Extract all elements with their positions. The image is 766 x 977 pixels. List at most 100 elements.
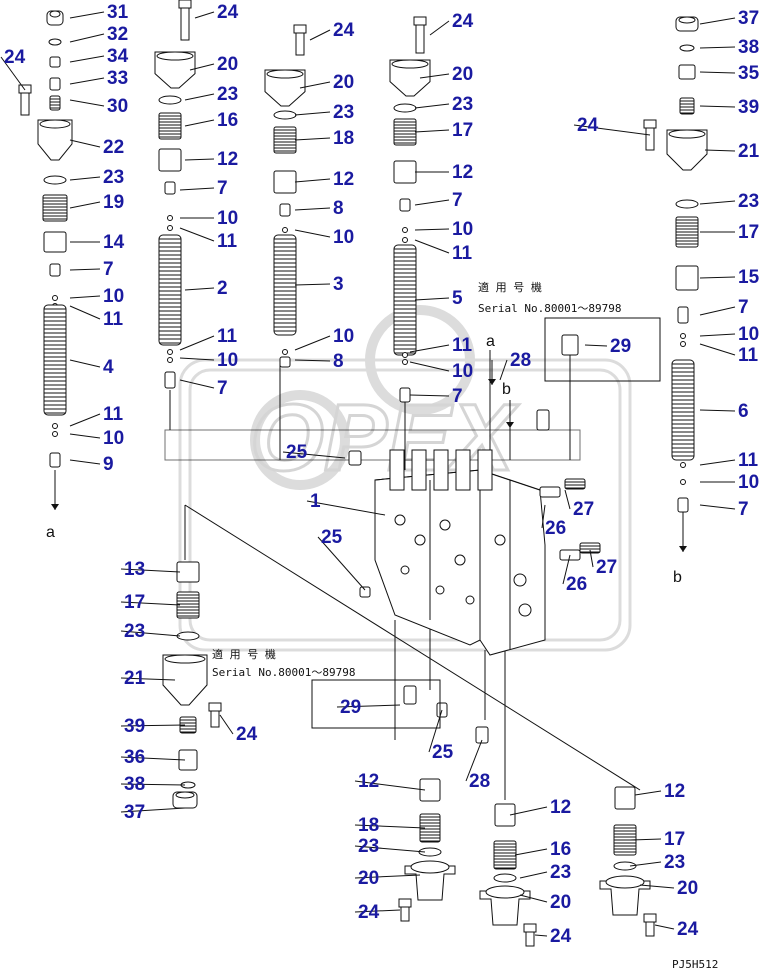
leader-line bbox=[69, 305, 101, 320]
part-spool bbox=[273, 234, 297, 336]
callout-11: 11 bbox=[452, 335, 473, 356]
leader-line bbox=[419, 73, 450, 79]
leader-line bbox=[562, 554, 571, 585]
part-pin bbox=[49, 452, 61, 468]
callout-8: 8 bbox=[333, 351, 344, 372]
callout-23: 23 bbox=[217, 84, 238, 105]
serial-jp-bottom: 適 用 号 機 bbox=[212, 647, 276, 661]
callout-10: 10 bbox=[103, 428, 124, 449]
callout-8: 8 bbox=[333, 198, 344, 219]
leader-line bbox=[294, 207, 331, 211]
part-spool bbox=[43, 304, 67, 416]
callout-20: 20 bbox=[677, 878, 698, 899]
callout-10: 10 bbox=[452, 361, 473, 382]
part-cyl bbox=[43, 231, 67, 253]
callout-10: 10 bbox=[217, 208, 238, 229]
callout-11: 11 bbox=[217, 231, 238, 252]
leader-line bbox=[699, 504, 736, 510]
callout-34: 34 bbox=[107, 46, 129, 67]
letter-a-center: a bbox=[486, 333, 495, 350]
callout-24: 24 bbox=[333, 20, 355, 41]
callout-20: 20 bbox=[452, 64, 473, 85]
letter-a-left: a bbox=[46, 524, 55, 541]
part-cyl bbox=[678, 64, 696, 80]
callout-7: 7 bbox=[217, 178, 228, 199]
leader-line bbox=[699, 306, 736, 316]
part-dot bbox=[167, 215, 173, 221]
part-body bbox=[154, 51, 196, 89]
part-body bbox=[162, 654, 208, 706]
leader-line bbox=[194, 11, 215, 19]
leader-line bbox=[654, 924, 675, 930]
leader-line bbox=[294, 359, 331, 362]
leader-line bbox=[354, 780, 426, 791]
leader-line bbox=[69, 176, 101, 181]
part-dot bbox=[402, 227, 408, 233]
callout-23: 23 bbox=[124, 621, 145, 642]
part-spring bbox=[679, 97, 695, 115]
callout-numbers: 3132343330242223191471011411109242023161… bbox=[0, 2, 760, 947]
leader-line bbox=[69, 33, 105, 43]
leader-line bbox=[120, 756, 186, 761]
leader-line bbox=[699, 333, 736, 337]
callout-18: 18 bbox=[333, 128, 354, 149]
callout-21: 21 bbox=[738, 141, 760, 162]
callout-23: 23 bbox=[333, 102, 354, 123]
leader-line bbox=[564, 489, 571, 510]
part-spring bbox=[273, 126, 297, 154]
callout-16: 16 bbox=[217, 110, 238, 131]
callout-33: 33 bbox=[107, 68, 128, 89]
leader-line bbox=[414, 297, 450, 301]
leader-line bbox=[184, 287, 215, 291]
part-nut bbox=[49, 56, 61, 68]
part-bolt bbox=[398, 898, 412, 922]
callout-6: 6 bbox=[738, 401, 749, 422]
callout-24: 24 bbox=[452, 11, 474, 32]
callout-25: 25 bbox=[432, 742, 454, 763]
callout-27: 27 bbox=[573, 499, 594, 520]
part-dot bbox=[167, 357, 173, 363]
part-dot bbox=[52, 295, 58, 301]
part-spring bbox=[179, 716, 197, 734]
part-dot bbox=[402, 237, 408, 243]
callout-20: 20 bbox=[333, 72, 354, 93]
callout-10: 10 bbox=[333, 227, 354, 248]
part-pin bbox=[561, 334, 579, 356]
callout-3: 3 bbox=[333, 274, 344, 295]
part-ring bbox=[679, 44, 695, 52]
callout-11: 11 bbox=[217, 326, 238, 347]
serial-jp-top: 適 用 号 機 bbox=[478, 280, 542, 294]
leader-line bbox=[69, 359, 101, 368]
leader-line bbox=[509, 806, 548, 816]
callout-29: 29 bbox=[340, 697, 361, 718]
leader-line bbox=[414, 239, 450, 254]
part-pin bbox=[536, 409, 550, 431]
leader-line bbox=[69, 268, 101, 271]
leader-line bbox=[120, 601, 181, 606]
leader-line bbox=[699, 46, 736, 49]
leader-line bbox=[120, 630, 181, 637]
leader-line bbox=[294, 137, 331, 141]
leader-line bbox=[69, 459, 101, 465]
leader-line bbox=[184, 93, 215, 101]
callout-37: 37 bbox=[124, 802, 145, 823]
leader-line bbox=[519, 894, 548, 903]
callout-24: 24 bbox=[358, 902, 380, 923]
leader-line bbox=[294, 335, 331, 351]
callout-10: 10 bbox=[452, 219, 473, 240]
callout-15: 15 bbox=[738, 267, 760, 288]
part-bolt bbox=[208, 702, 222, 728]
callout-24: 24 bbox=[217, 2, 239, 23]
watermark: OPEX bbox=[178, 305, 632, 652]
leader-line bbox=[69, 139, 101, 148]
callout-7: 7 bbox=[217, 378, 228, 399]
part-cyl bbox=[614, 786, 636, 810]
part-cyl bbox=[176, 561, 200, 583]
part-cyl bbox=[419, 778, 441, 802]
callout-28: 28 bbox=[469, 771, 490, 792]
leader-line bbox=[306, 500, 386, 516]
part-body bbox=[389, 59, 431, 97]
leader-line bbox=[69, 99, 105, 107]
callout-23: 23 bbox=[550, 862, 571, 883]
leader-line bbox=[704, 149, 736, 152]
